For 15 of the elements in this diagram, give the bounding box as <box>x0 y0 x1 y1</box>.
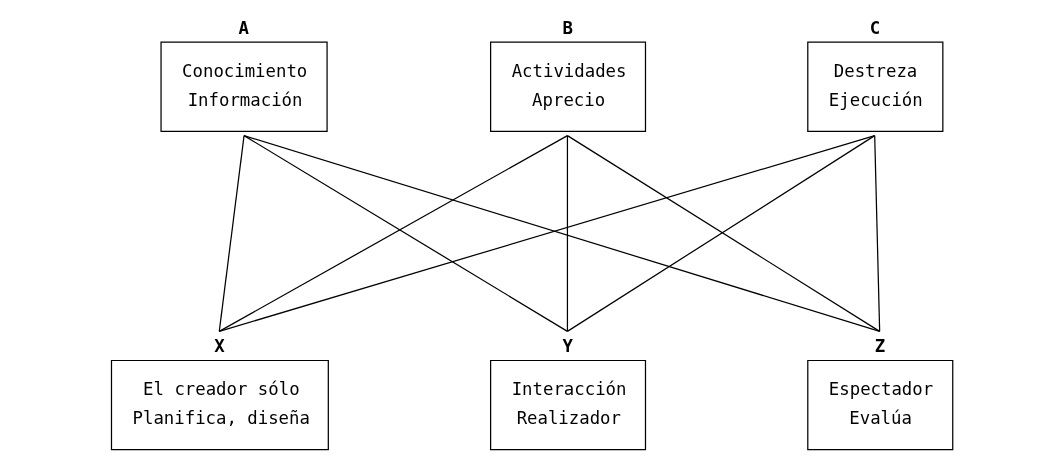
node-label: A <box>238 17 249 38</box>
node-box: Interacción Realizador <box>490 359 647 451</box>
node-label: X <box>214 336 225 357</box>
node-box: El creador sólo Planifica, diseña <box>110 359 329 451</box>
connector <box>874 135 881 332</box>
node-label: C <box>869 17 881 38</box>
node-box: Actividades Aprecio <box>490 41 647 132</box>
node-label: B <box>562 17 573 38</box>
node-box: Espectador Evalúa <box>807 359 954 451</box>
node-label: Z <box>874 336 886 357</box>
connector <box>566 135 569 332</box>
node-box: Destreza Ejecución <box>807 41 944 132</box>
node-label: Y <box>562 336 573 357</box>
node-box: Conocimiento Información <box>160 41 328 132</box>
connector <box>218 135 245 332</box>
